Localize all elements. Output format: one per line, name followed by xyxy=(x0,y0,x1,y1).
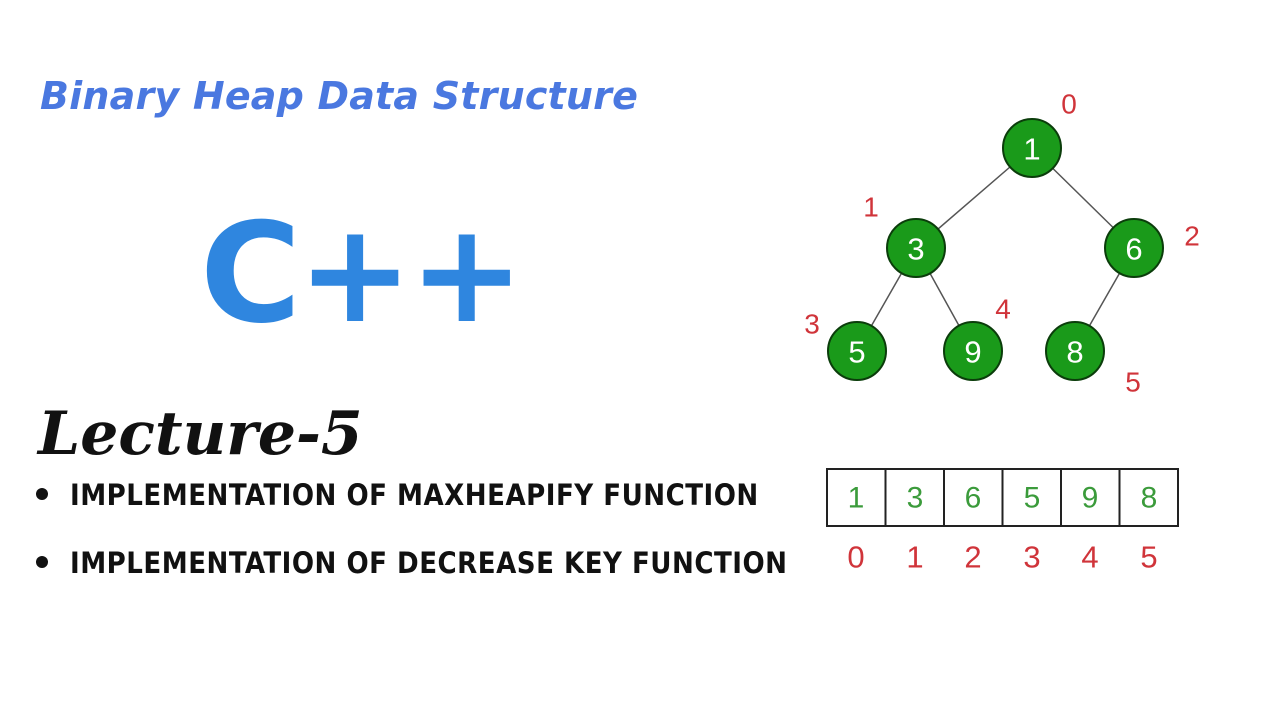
bullet-icon xyxy=(36,488,48,500)
array-cell xyxy=(943,468,1004,527)
array-index: 2 xyxy=(964,540,981,575)
node-index: 5 xyxy=(1125,367,1141,398)
array-cell xyxy=(1001,468,1062,527)
node-value: 6 xyxy=(1125,232,1142,267)
node-circle xyxy=(1002,118,1062,178)
array-value: 8 xyxy=(1141,482,1158,515)
array-index: 3 xyxy=(1023,540,1040,575)
array-index: 0 xyxy=(847,540,864,575)
node-index: 1 xyxy=(863,192,879,223)
topic-text: Implementation of decrease key function xyxy=(70,546,788,580)
lecture-label: Lecture-5 xyxy=(38,399,363,469)
array-value: 3 xyxy=(907,482,924,515)
array-value: 9 xyxy=(1082,482,1099,515)
array-cell xyxy=(884,468,945,527)
node-index: 0 xyxy=(1061,89,1077,120)
node-circle xyxy=(1045,321,1105,381)
heap-node: 5 xyxy=(827,321,887,381)
array-index: 5 xyxy=(1140,540,1157,575)
array-cell xyxy=(1118,468,1179,527)
node-circle xyxy=(1104,218,1164,278)
array-index: 1 xyxy=(906,540,923,575)
array-index: 4 xyxy=(1081,540,1098,575)
node-index: 3 xyxy=(804,309,820,340)
node-circle xyxy=(886,218,946,278)
bullet-icon xyxy=(36,556,48,568)
heap-node: 9 xyxy=(943,321,1003,381)
heap-array: 1 3 6 5 9 8 0 1 2 3 4 5 xyxy=(826,468,1179,575)
node-circle xyxy=(827,321,887,381)
node-value: 1 xyxy=(1023,132,1040,167)
topic-text: Implementation of MaxHeapify Function xyxy=(70,478,759,512)
node-circle xyxy=(943,321,1003,381)
topic-item: Implementation of MaxHeapify Function xyxy=(36,478,759,512)
page-title: Binary Heap Data Structure xyxy=(40,74,639,118)
array-value: 6 xyxy=(965,482,982,515)
array-value: 1 xyxy=(848,482,865,515)
node-value: 5 xyxy=(848,335,865,370)
heap-node: 8 xyxy=(1045,321,1105,381)
node-index-labels: 0 1 2 3 4 5 xyxy=(804,89,1200,398)
heap-node: 3 xyxy=(886,218,946,278)
array-cell xyxy=(826,468,887,527)
heap-node: 6 xyxy=(1104,218,1164,278)
cpp-logo: C++ xyxy=(200,193,525,354)
node-value: 9 xyxy=(964,335,981,370)
heap-node: 1 xyxy=(1002,118,1062,178)
node-index: 2 xyxy=(1184,221,1200,252)
node-index: 4 xyxy=(995,294,1011,325)
node-value: 8 xyxy=(1066,335,1083,370)
array-value: 5 xyxy=(1024,482,1041,515)
topic-item: Implementation of decrease key function xyxy=(36,546,787,580)
node-value: 3 xyxy=(907,232,924,267)
array-cell xyxy=(1060,468,1121,527)
